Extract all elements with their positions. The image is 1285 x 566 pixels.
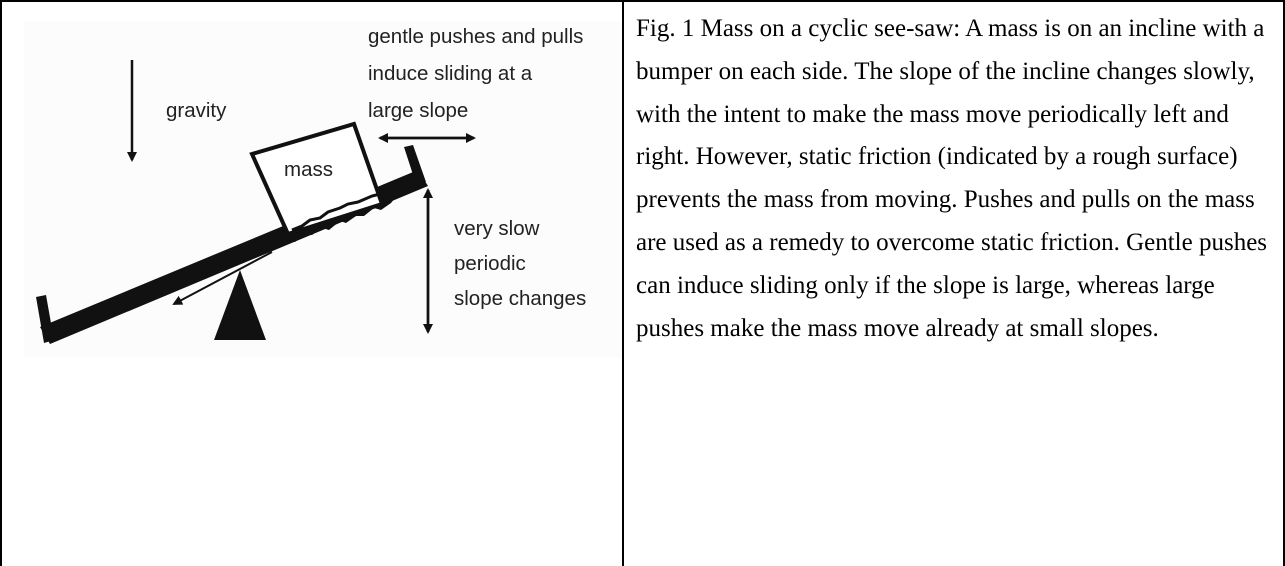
slope-label-line2: periodic xyxy=(454,252,526,275)
figure-cell: gravity mass gentle pushes and pulls ind… xyxy=(2,2,622,566)
slope-label-line3: slope changes xyxy=(454,287,587,310)
mass-block xyxy=(249,121,385,237)
table-border-right xyxy=(1283,0,1285,566)
slope-label-line1: very slow xyxy=(454,217,540,240)
table-border-top xyxy=(0,0,1285,2)
push-pull-label-line1: gentle pushes and pulls xyxy=(368,25,584,48)
table-border-middle xyxy=(622,0,624,566)
figure-caption: Fig. 1 Mass on a cyclic see-saw: A mass … xyxy=(636,15,1268,342)
slide-arrow xyxy=(172,251,273,305)
gravity-label: gravity xyxy=(166,99,227,122)
push-pull-label-line2: induce sliding at a xyxy=(368,62,533,85)
table-border-left xyxy=(0,0,2,566)
mass-rough-contact xyxy=(291,192,381,232)
push-pull-label-line3: large slope xyxy=(368,99,469,122)
fulcrum-triangle xyxy=(214,270,266,340)
mass-label: mass xyxy=(284,158,333,181)
see-saw-diagram xyxy=(24,22,622,358)
